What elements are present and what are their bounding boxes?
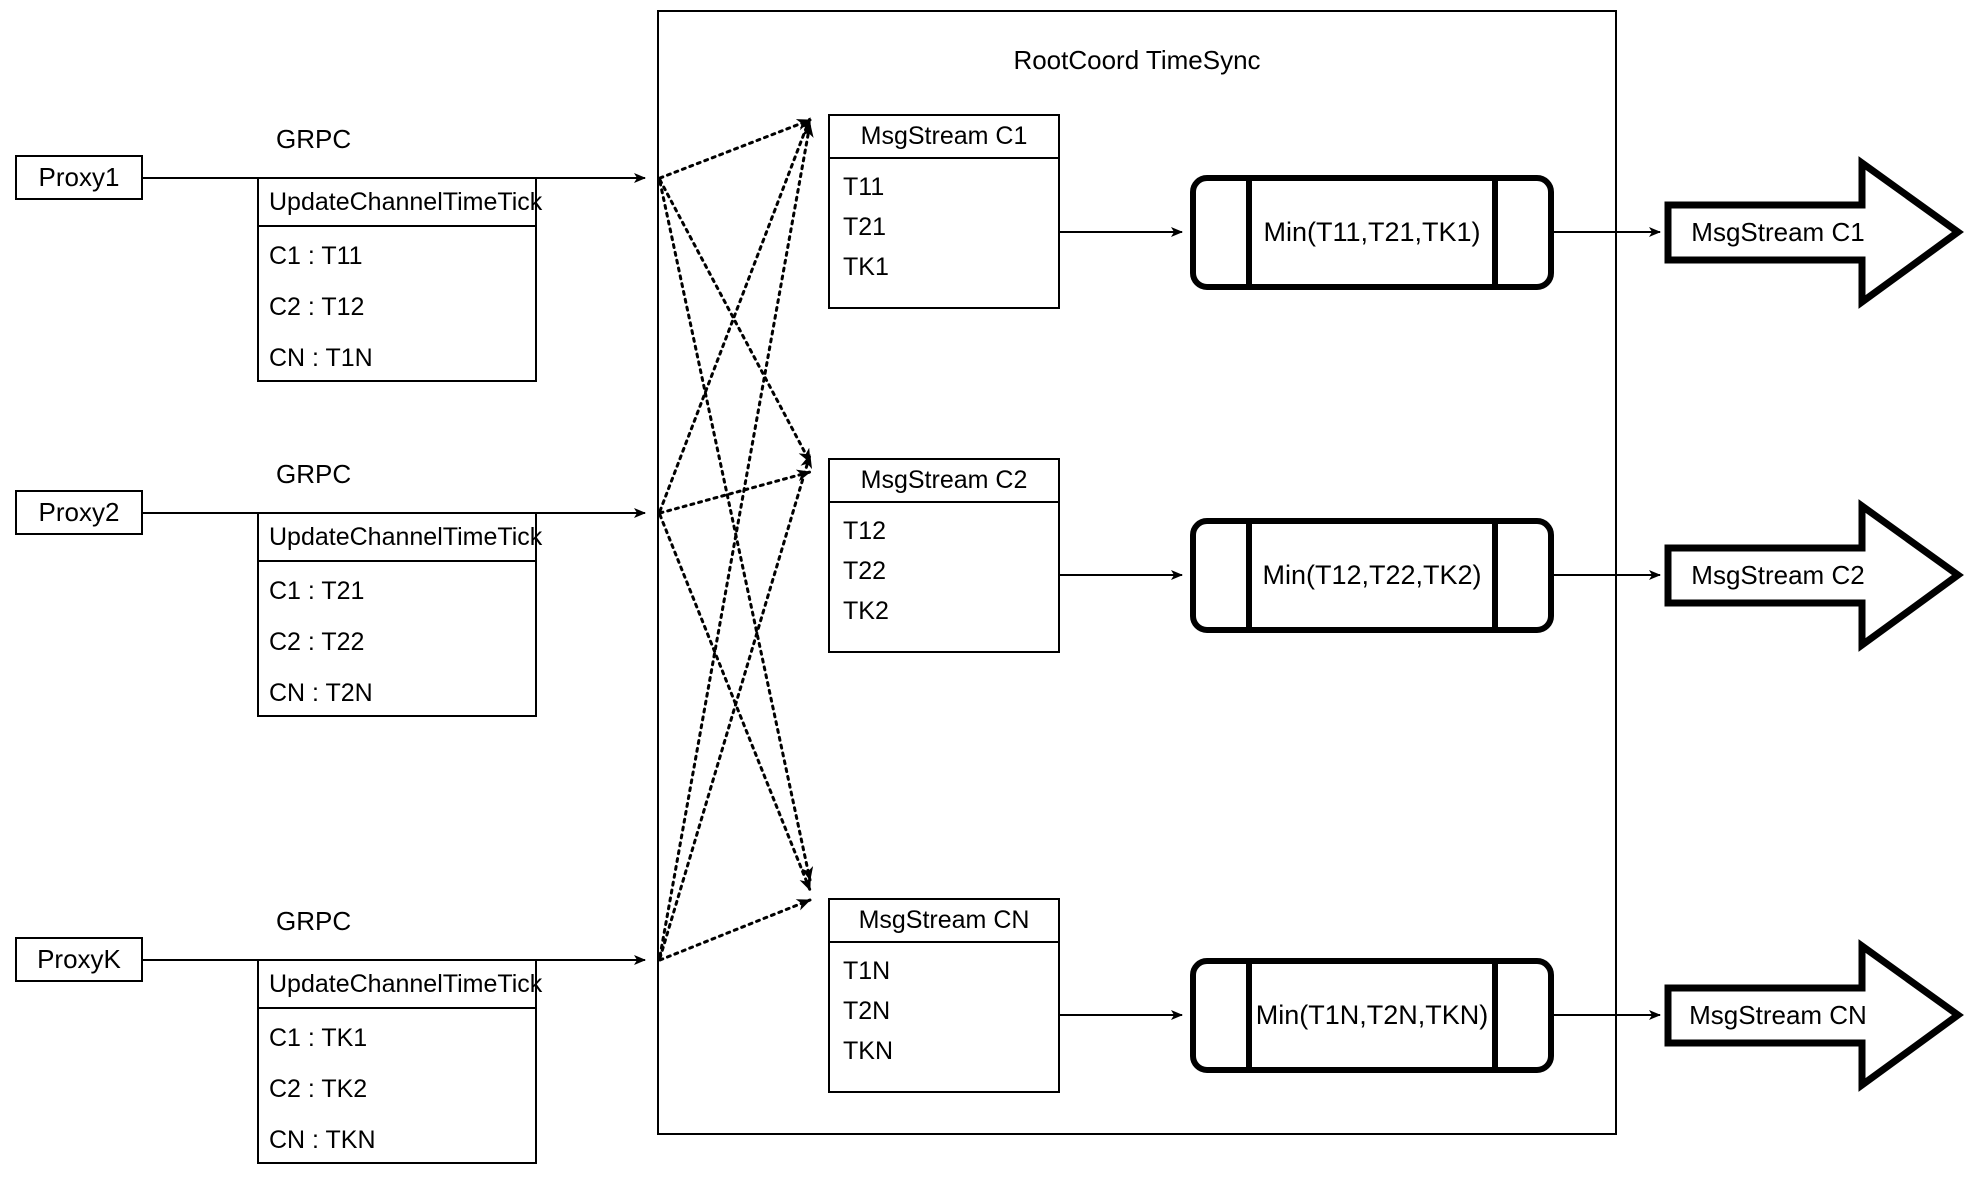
min-process-label-2: Min(T12,T22,TK2) xyxy=(1262,560,1482,590)
msgstream-row: TK2 xyxy=(843,597,889,625)
msgstream-row: TKN xyxy=(843,1037,893,1065)
output-block-arrow-label-3: MsgStream CN xyxy=(1689,1000,1867,1030)
rootcoord-title: RootCoord TimeSync xyxy=(1013,45,1261,75)
predefined-process-shape xyxy=(1190,175,1554,290)
block-arrow-shape xyxy=(1664,939,1964,1092)
uctt-rows-1: C1 : T11 C2 : T12 CN : T1N xyxy=(259,227,535,380)
output-block-arrow-2: MsgStream C2 xyxy=(1664,498,1964,653)
proxy-box-3[interactable]: ProxyK xyxy=(15,937,143,982)
rootcoord-container: RootCoord TimeSync xyxy=(657,10,1617,1135)
proxy-box-2[interactable]: Proxy2 xyxy=(15,490,143,535)
update-channel-timetick-box-3: UpdateChannelTimeTick C1 : TK1 C2 : TK2 … xyxy=(257,959,542,1164)
output-block-arrow-3: MsgStream CN xyxy=(1664,938,1964,1093)
proxy-label-3: ProxyK xyxy=(37,944,121,974)
msgstream-rows-1: T11 T21 TK1 xyxy=(830,159,1058,307)
uctt-row: C1 : TK1 xyxy=(269,1024,368,1052)
uctt-row: C2 : TK2 xyxy=(269,1075,368,1103)
output-block-arrow-1: MsgStream C1 xyxy=(1664,155,1964,310)
msgstream-table-2: MsgStream C2 T12 T22 TK2 xyxy=(828,458,1060,653)
proxy-box-1[interactable]: Proxy1 xyxy=(15,155,143,200)
uctt-row: CN : TKN xyxy=(269,1126,376,1154)
update-channel-timetick-box-1: UpdateChannelTimeTick C1 : T11 C2 : T12 … xyxy=(257,177,542,382)
grpc-label-1: GRPC xyxy=(276,124,352,154)
uctt-row: C1 : T11 xyxy=(269,242,363,270)
msgstream-row: T1N xyxy=(843,957,891,985)
min-process-box-2: Min(T12,T22,TK2) xyxy=(1190,518,1554,633)
uctt-rows-2: C1 : T21 C2 : T22 CN : T2N xyxy=(259,562,535,715)
msgstream-row: T21 xyxy=(843,213,887,241)
msgstream-row: T22 xyxy=(843,557,887,585)
predefined-process-shape xyxy=(1190,518,1554,633)
min-process-label-1: Min(T11,T21,TK1) xyxy=(1263,217,1481,247)
msgstream-rows-2: T12 T22 TK2 xyxy=(830,503,1058,651)
msgstream-title-2: MsgStream C2 xyxy=(830,460,1058,503)
msgstream-title-1: MsgStream C1 xyxy=(830,116,1058,159)
block-arrow-shape xyxy=(1664,156,1964,309)
uctt-row: CN : T2N xyxy=(269,679,373,707)
proxy-label-2: Proxy2 xyxy=(38,497,120,527)
msgstream-row: T2N xyxy=(843,997,891,1025)
msgstream-table-3: MsgStream CN T1N T2N TKN xyxy=(828,898,1060,1093)
block-arrow-shape xyxy=(1664,499,1964,652)
msgstream-table-1: MsgStream C1 T11 T21 TK1 xyxy=(828,114,1060,309)
msgstream-rows-3: T1N T2N TKN xyxy=(830,943,1058,1091)
proxy-label-1: Proxy1 xyxy=(38,162,120,192)
uctt-rows-3: C1 : TK1 C2 : TK2 CN : TKN xyxy=(259,1009,535,1162)
min-process-label-3: Min(T1N,T2N,TKN) xyxy=(1255,1000,1489,1030)
uctt-row: C2 : T12 xyxy=(269,293,365,321)
uctt-row: C1 : T21 xyxy=(269,577,365,605)
msgstream-row: T11 xyxy=(843,173,885,201)
output-block-arrow-label-1: MsgStream C1 xyxy=(1691,217,1865,247)
grpc-label-3: GRPC xyxy=(276,906,352,936)
msgstream-title-3: MsgStream CN xyxy=(830,900,1058,943)
output-block-arrow-label-2: MsgStream C2 xyxy=(1691,560,1865,590)
predefined-process-shape xyxy=(1190,958,1554,1073)
min-process-box-1: Min(T11,T21,TK1) xyxy=(1190,175,1554,290)
uctt-row: CN : T1N xyxy=(269,344,373,372)
uctt-title-3: UpdateChannelTimeTick xyxy=(259,961,542,1009)
update-channel-timetick-box-2: UpdateChannelTimeTick C1 : T21 C2 : T22 … xyxy=(257,512,542,717)
msgstream-row: T12 xyxy=(843,517,887,545)
uctt-title-1: UpdateChannelTimeTick xyxy=(259,179,542,227)
uctt-row: C2 : T22 xyxy=(269,628,365,656)
grpc-label-2: GRPC xyxy=(276,459,352,489)
msgstream-row: TK1 xyxy=(843,253,889,281)
min-process-box-3: Min(T1N,T2N,TKN) xyxy=(1190,958,1554,1073)
uctt-title-2: UpdateChannelTimeTick xyxy=(259,514,542,562)
